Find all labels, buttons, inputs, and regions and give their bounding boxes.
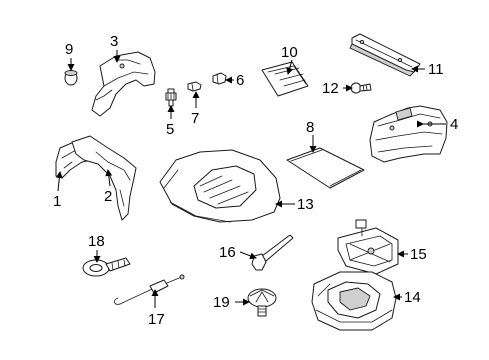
part-18-hook	[82, 257, 131, 277]
leader-10	[286, 59, 294, 75]
leader-1	[55, 171, 63, 192]
callout-11: 11	[428, 61, 444, 78]
part-13-cover	[159, 149, 281, 223]
part-9-cap	[64, 70, 78, 86]
part-2-panel	[71, 135, 137, 221]
part-12-screw	[350, 82, 372, 94]
callout-3: 3	[110, 33, 118, 50]
callout-10: 10	[281, 44, 298, 61]
part-8-net	[286, 147, 365, 189]
part-10-plate	[261, 61, 309, 97]
callout-8: 8	[306, 119, 314, 136]
callout-6: 6	[236, 72, 244, 89]
callout-15: 15	[410, 246, 427, 263]
leader-16	[239, 251, 257, 260]
callout-7: 7	[191, 110, 199, 127]
callout-2: 2	[104, 188, 112, 205]
callout-9: 9	[65, 41, 73, 58]
part-16-handle	[251, 234, 294, 271]
leader-lines	[55, 50, 446, 308]
part-19-wingbolt	[247, 288, 277, 317]
callout-19: 19	[213, 294, 230, 311]
part-4-side-trim	[369, 105, 448, 163]
leader-2	[105, 169, 113, 187]
callout-16: 16	[219, 244, 236, 261]
callout-4: 4	[450, 116, 458, 133]
part-5-bolt	[165, 88, 177, 107]
part-6-clip	[212, 72, 227, 85]
part-17-tool	[114, 274, 185, 305]
callout-1: 1	[53, 193, 61, 210]
callout-labels: 1 2 3 4 5 6 7 8 9 10 11 12 13 14 15 16 1…	[53, 33, 458, 328]
part-11-rail	[349, 33, 421, 77]
callout-17: 17	[148, 311, 165, 328]
part-7-clip	[187, 81, 202, 92]
part-15-jack	[337, 219, 399, 275]
callout-18: 18	[88, 233, 105, 250]
callout-13: 13	[297, 196, 314, 213]
part-3-upper-trim	[91, 51, 156, 117]
callout-12: 12	[322, 80, 339, 97]
callout-5: 5	[166, 121, 174, 138]
callout-14: 14	[404, 289, 421, 306]
part-14-tray	[311, 271, 397, 331]
